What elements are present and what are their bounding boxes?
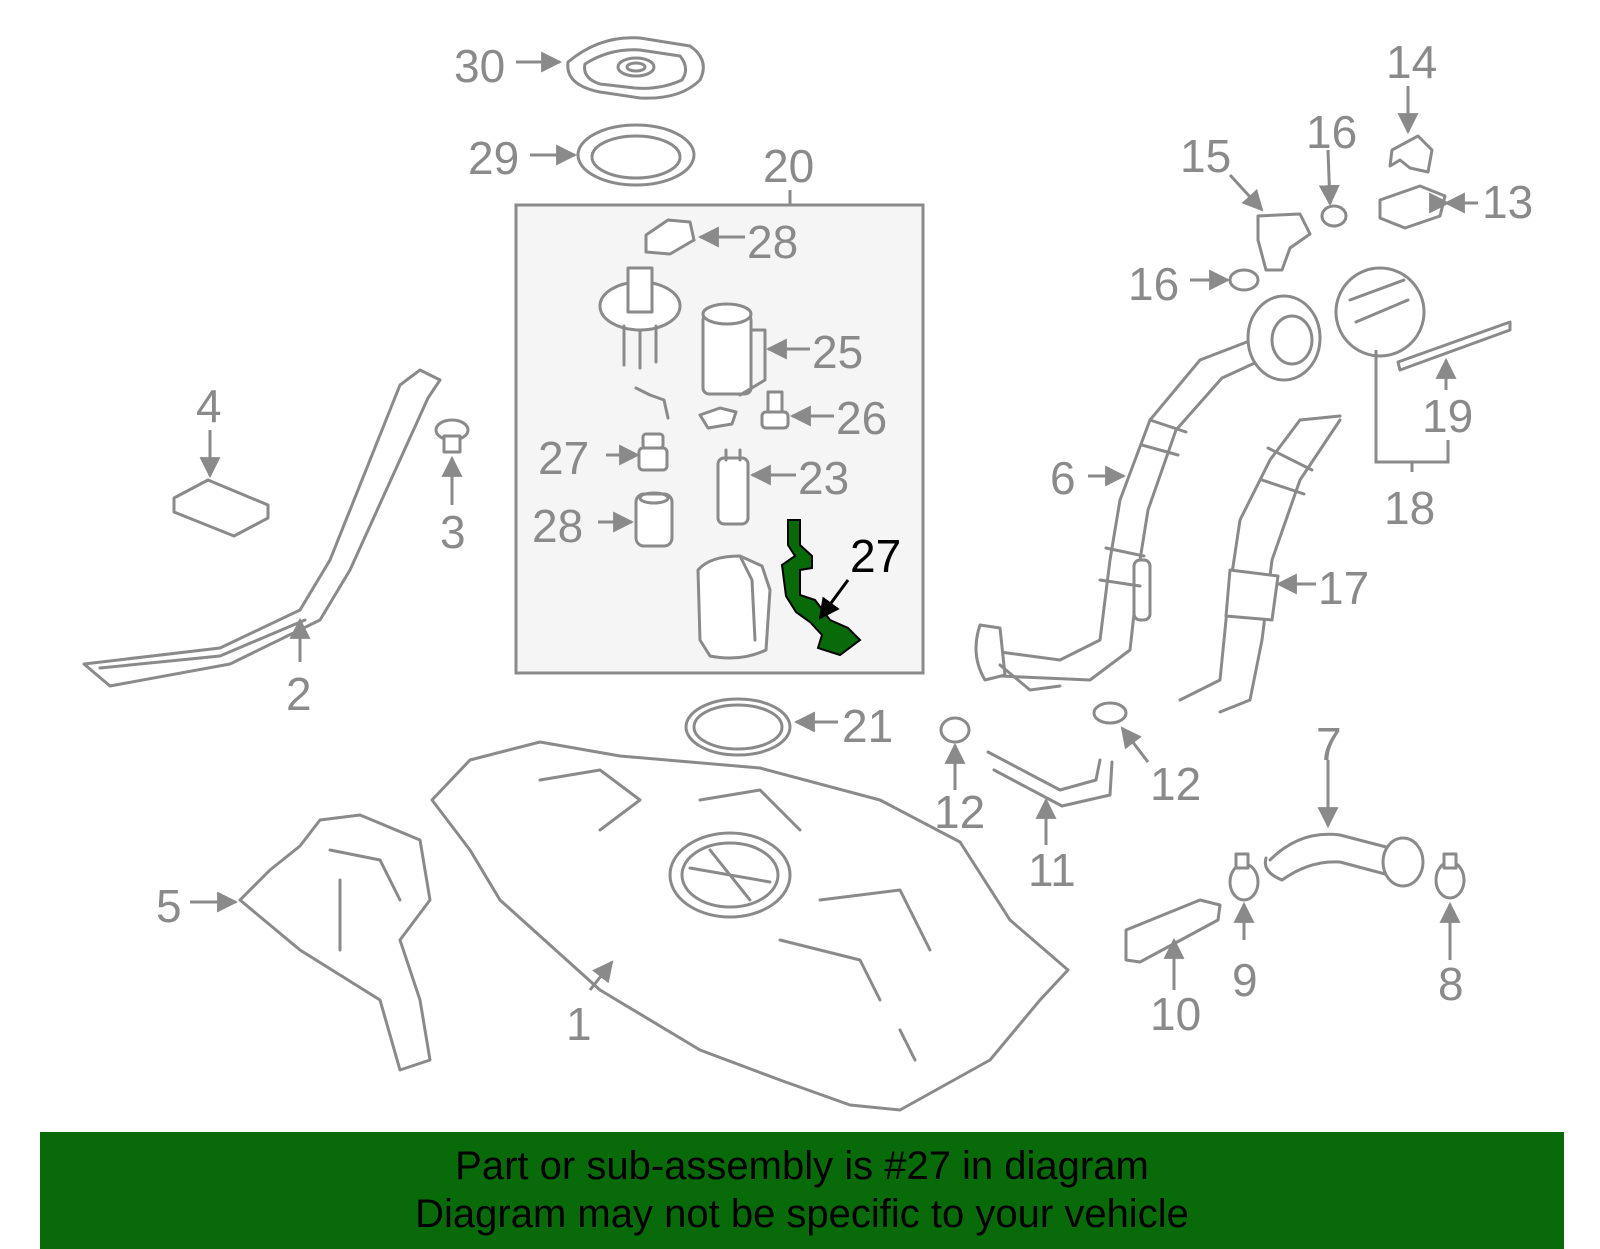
part-13-bracket	[1378, 184, 1447, 230]
callout-15: 15	[1180, 130, 1231, 182]
callout-26: 28	[532, 500, 583, 552]
callout-27: 27	[850, 530, 901, 582]
callout-9: 9	[1232, 954, 1258, 1006]
callout-23: 25	[812, 326, 863, 378]
part-25-fitting	[637, 432, 669, 472]
part-9-clamp	[1228, 852, 1260, 902]
callout-7: 7	[1316, 718, 1342, 770]
callout-25: 27	[538, 432, 589, 484]
part-1-fuel-tank	[430, 740, 1070, 1112]
part-26-strainer	[634, 491, 674, 548]
callout-16-lower: 16	[1128, 258, 1179, 310]
callout-14: 14	[1386, 36, 1437, 88]
callout-13: 13	[1482, 176, 1533, 228]
part-14-clip	[1388, 134, 1434, 174]
part-17-breather-tube	[1178, 414, 1342, 714]
part-19-tether	[1396, 320, 1512, 372]
part-24-regulator	[760, 390, 790, 430]
callout-18: 18	[1384, 482, 1435, 534]
banner-line-2: Diagram may not be specific to your vehi…	[415, 1192, 1189, 1236]
part-27-fuel-level-sender	[780, 519, 862, 657]
callout-24: 26	[836, 392, 887, 444]
part-21-gasket	[684, 697, 792, 757]
part-11-hose	[986, 750, 1114, 808]
callout-29: 29	[468, 132, 519, 184]
callout-21: 21	[842, 700, 893, 752]
part-hose	[634, 386, 670, 420]
callout-3: 3	[440, 506, 466, 558]
callout-12-left: 12	[934, 786, 985, 838]
callout-5: 5	[156, 880, 182, 932]
banner-line-1: Part or sub-assembly is #27 in diagram	[455, 1144, 1149, 1188]
part-pump-flange	[598, 266, 682, 370]
part-18-fuel-cap	[1334, 266, 1426, 358]
part-30-cover	[566, 36, 705, 100]
callout-16-upper: 16	[1306, 106, 1357, 158]
part-29-lock-ring	[576, 123, 696, 187]
callout-17: 17	[1318, 562, 1369, 614]
part-16-clamp-upper	[1320, 204, 1348, 228]
part-reservoir	[696, 554, 772, 660]
info-banner: Part or sub-assembly is #27 in diagram D…	[40, 1132, 1564, 1249]
callout-30: 30	[454, 40, 505, 92]
callout-19: 19	[1422, 390, 1473, 442]
callout-4: 4	[196, 380, 222, 432]
part-15-elbow	[1256, 212, 1312, 272]
callout-6: 6	[1050, 452, 1076, 504]
part-connector	[698, 406, 738, 430]
callout-10: 10	[1150, 988, 1201, 1040]
callout-2: 2	[286, 668, 312, 720]
part-16-clamp-lower	[1228, 268, 1260, 292]
part-22-pump	[716, 448, 750, 526]
part-28-cap	[644, 218, 696, 256]
part-3-nut	[434, 418, 470, 454]
part-12-clamp-left	[939, 716, 971, 744]
callout-arrows	[190, 51, 1478, 991]
callout-22: 23	[798, 452, 849, 504]
part-2-tank-strap	[82, 368, 442, 688]
callout-20: 20	[763, 140, 814, 192]
part-5-heat-shield	[238, 813, 432, 1072]
part-12-clamp-right	[1092, 701, 1128, 725]
callout-8: 8	[1438, 958, 1464, 1010]
part-7-hose	[1268, 832, 1392, 882]
part-8-clamp	[1434, 852, 1466, 900]
callout-11: 11	[1028, 844, 1076, 896]
part-23-filter	[701, 302, 767, 397]
part-6-filler-neck	[974, 294, 1322, 692]
callout-28: 28	[747, 216, 798, 268]
callout-1: 1	[566, 998, 592, 1050]
part-10-protector	[1124, 898, 1222, 964]
callout-12-right: 12	[1150, 758, 1201, 810]
part-4-pad	[172, 478, 270, 538]
